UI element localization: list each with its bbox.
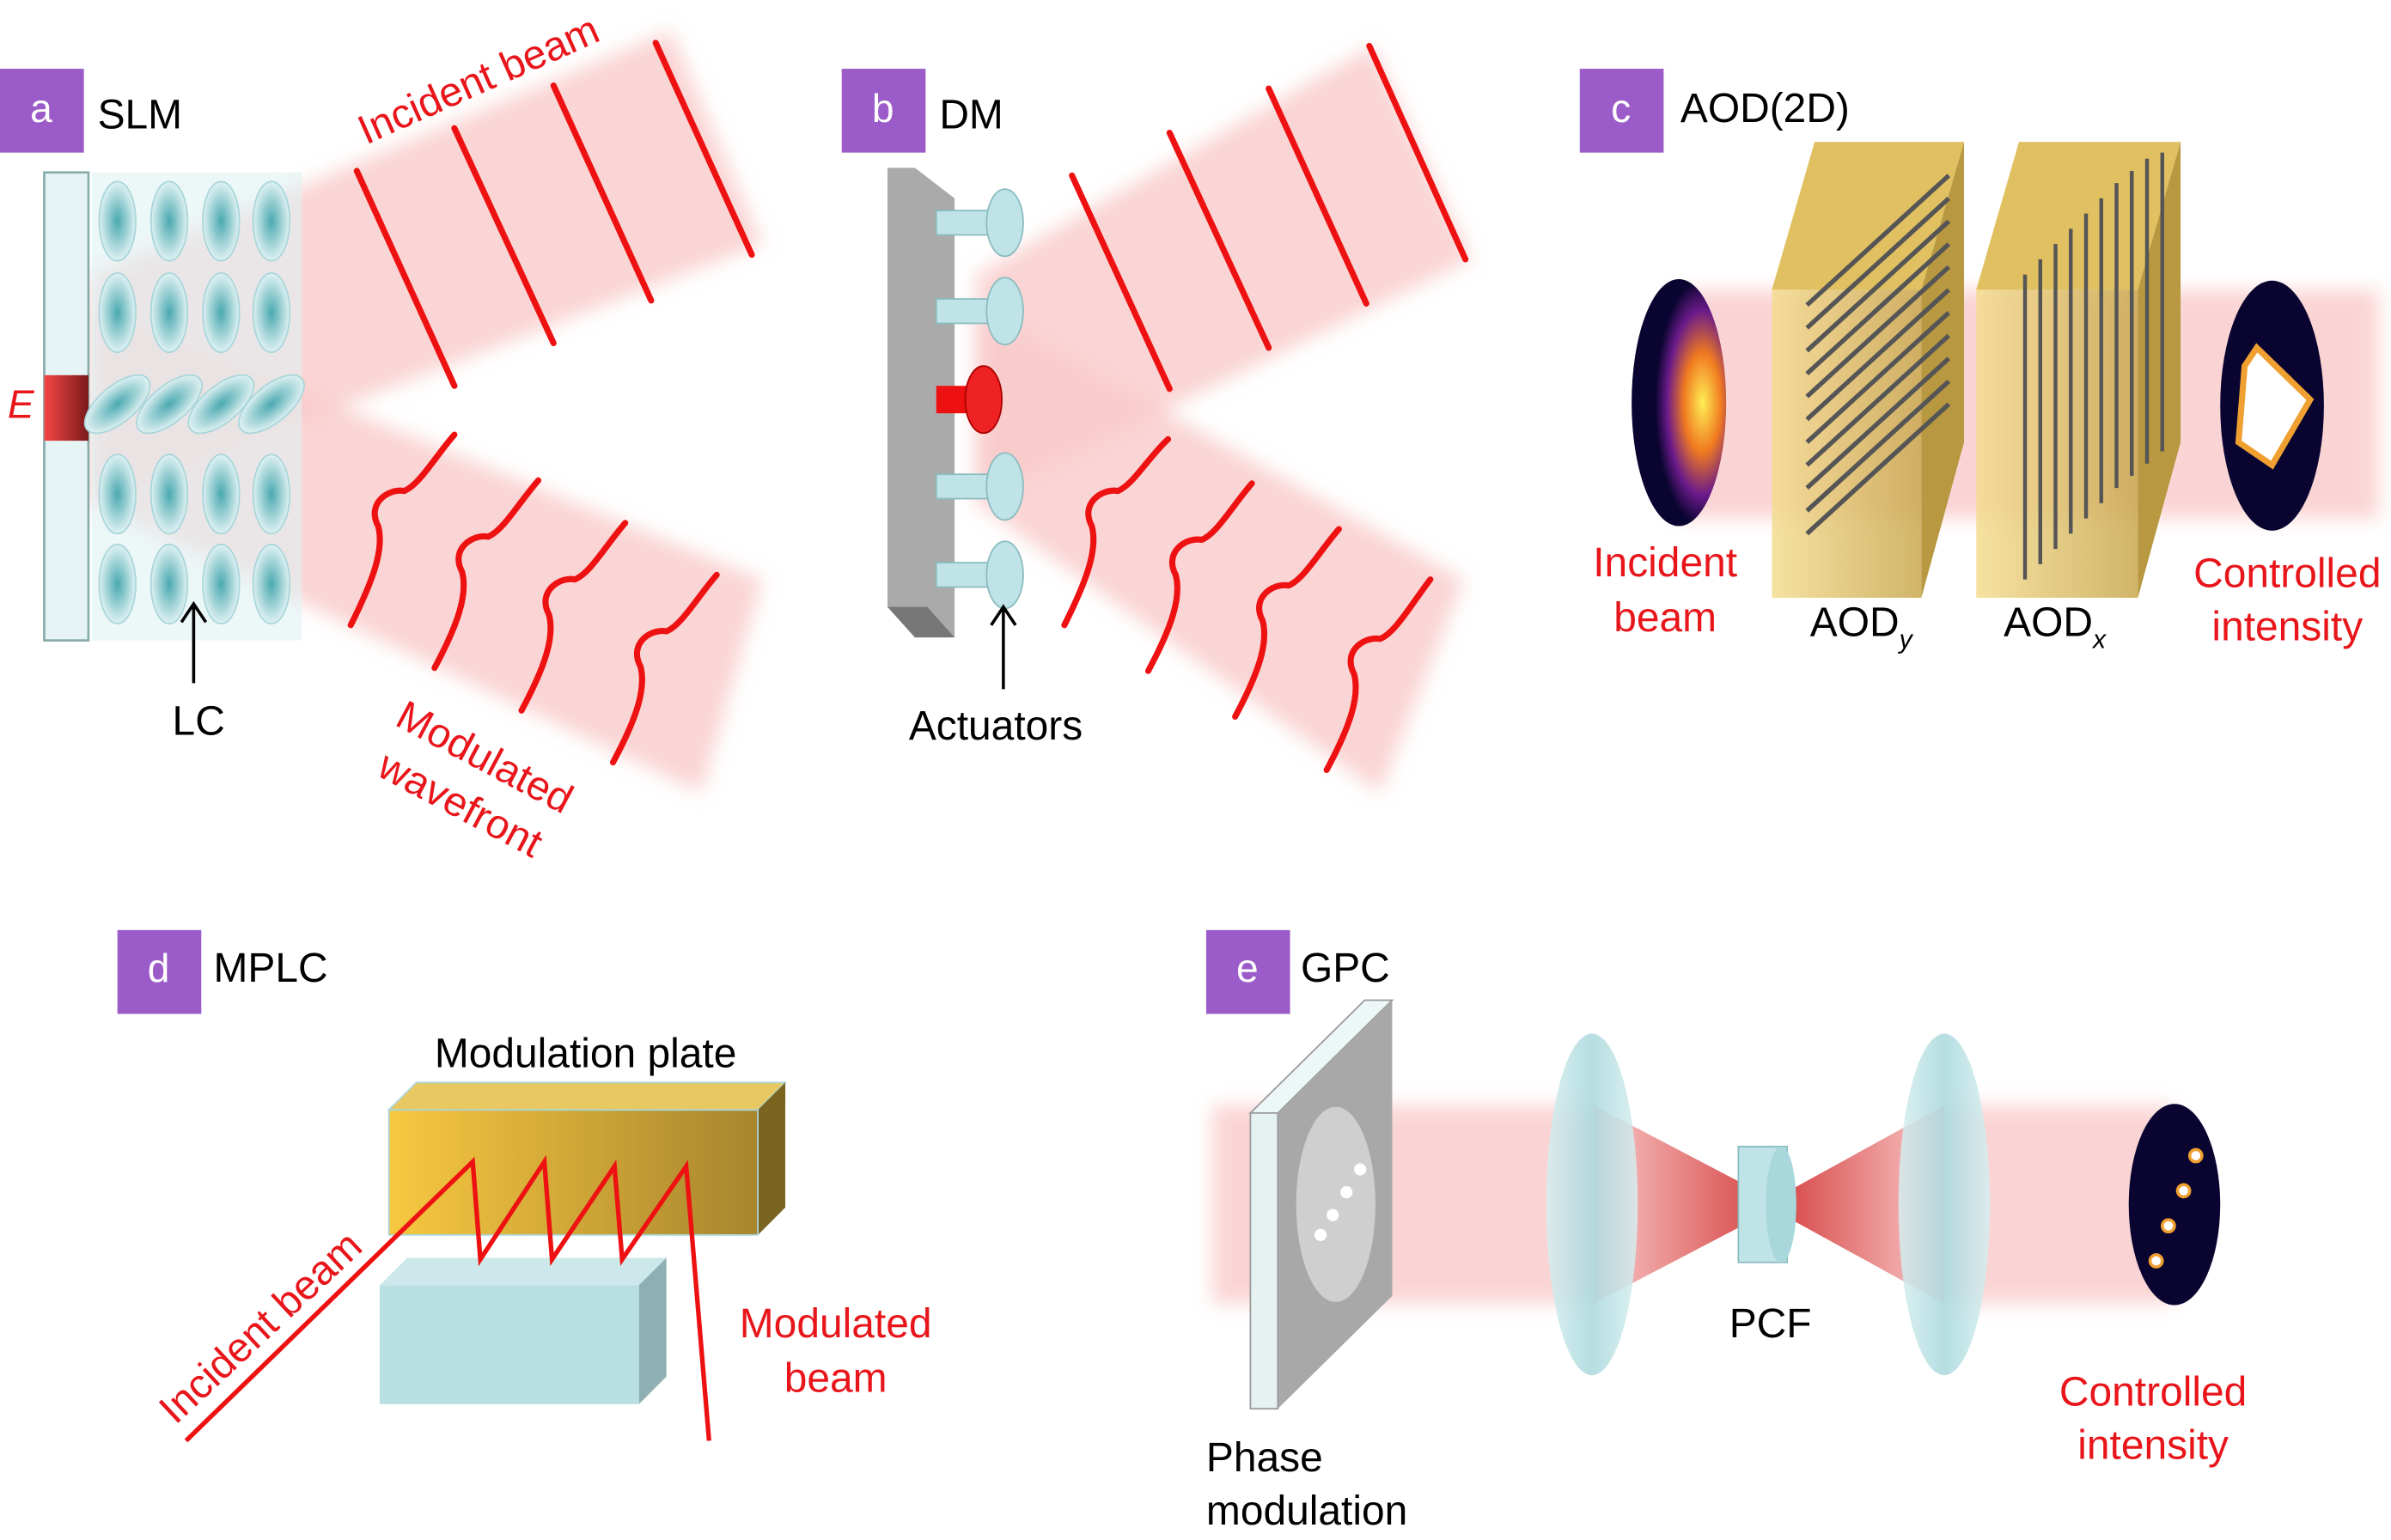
panel-letter: a [30, 86, 52, 131]
incident-label-1: Incident [1593, 540, 1737, 586]
incident-label-2: beam [1613, 595, 1717, 641]
modulation-plate-label: Modulation plate [435, 1032, 737, 1077]
panel-title: AOD(2D) [1680, 86, 1850, 131]
phase-label-2: modulation [1206, 1488, 1407, 1534]
panel-title: MPLC [213, 946, 327, 991]
lens-2 [1898, 1033, 1991, 1376]
panel-e-gpc: e GPC PCF Phase modulation Controlled in… [1205, 929, 2247, 1534]
beam-paths [975, 46, 1472, 794]
panel-letter: b [872, 86, 894, 131]
controlled-label-2: intensity [2077, 1423, 2229, 1469]
modulated-wavefronts [347, 431, 720, 766]
panel-a-slm: a SLM E LC Incident beam Modulated wavef… [0, 7, 763, 867]
aod-y [1772, 142, 1965, 598]
phase-modulator [1248, 999, 1394, 1410]
controlled-intensity-profile [2128, 1104, 2221, 1306]
lc-arrow [180, 600, 208, 684]
lens-1 [1546, 1033, 1638, 1376]
panel-tag [0, 69, 84, 153]
modulated-label-1: Modulated [740, 1301, 932, 1347]
beam-path [184, 1154, 711, 1443]
electrode [44, 374, 88, 441]
panel-c-aod: c AOD(2D) Incident beam AODy AODx Contro… [1579, 69, 2381, 654]
lc-molecules [83, 180, 305, 624]
aodx-label: AODx [2004, 600, 2107, 654]
actuators-arrow [990, 604, 1017, 690]
actuators-label: Actuators [909, 703, 1083, 749]
controlled-label-2: intensity [2211, 605, 2363, 650]
controlled-label-1: Controlled [2059, 1370, 2247, 1415]
actuators [935, 188, 1024, 610]
lc-label: LC [173, 699, 225, 745]
e-label: E [8, 382, 35, 427]
panel-title: DM [939, 92, 1003, 137]
panel-d-mplc: d MPLC Modulation plate Incident beam Mo… [117, 929, 932, 1443]
modulation-plate [387, 1109, 759, 1236]
panel-title: SLM [98, 92, 183, 137]
panel-letter: d [148, 946, 170, 990]
panel-b-dm: b DM Actuators [841, 42, 1472, 794]
aody-label: AODy [1810, 600, 1914, 654]
modulated-label-2: beam [784, 1356, 887, 1402]
panel-letter: c [1611, 86, 1631, 131]
phase-label-1: Phase [1206, 1435, 1323, 1481]
incident-beam-label: Incident beam [150, 1223, 370, 1433]
panel-title: GPC [1301, 946, 1390, 991]
panel-letter: e [1236, 946, 1259, 990]
incident-beam-profile [1632, 278, 1727, 527]
aod-x [1976, 142, 2181, 598]
dm-base [887, 167, 955, 638]
pcf-label: PCF [1729, 1301, 1812, 1347]
pcf [1737, 1146, 1796, 1263]
mirror-block [379, 1285, 639, 1404]
controlled-label-1: Controlled [2193, 551, 2381, 597]
incident-wavefronts [353, 40, 755, 389]
